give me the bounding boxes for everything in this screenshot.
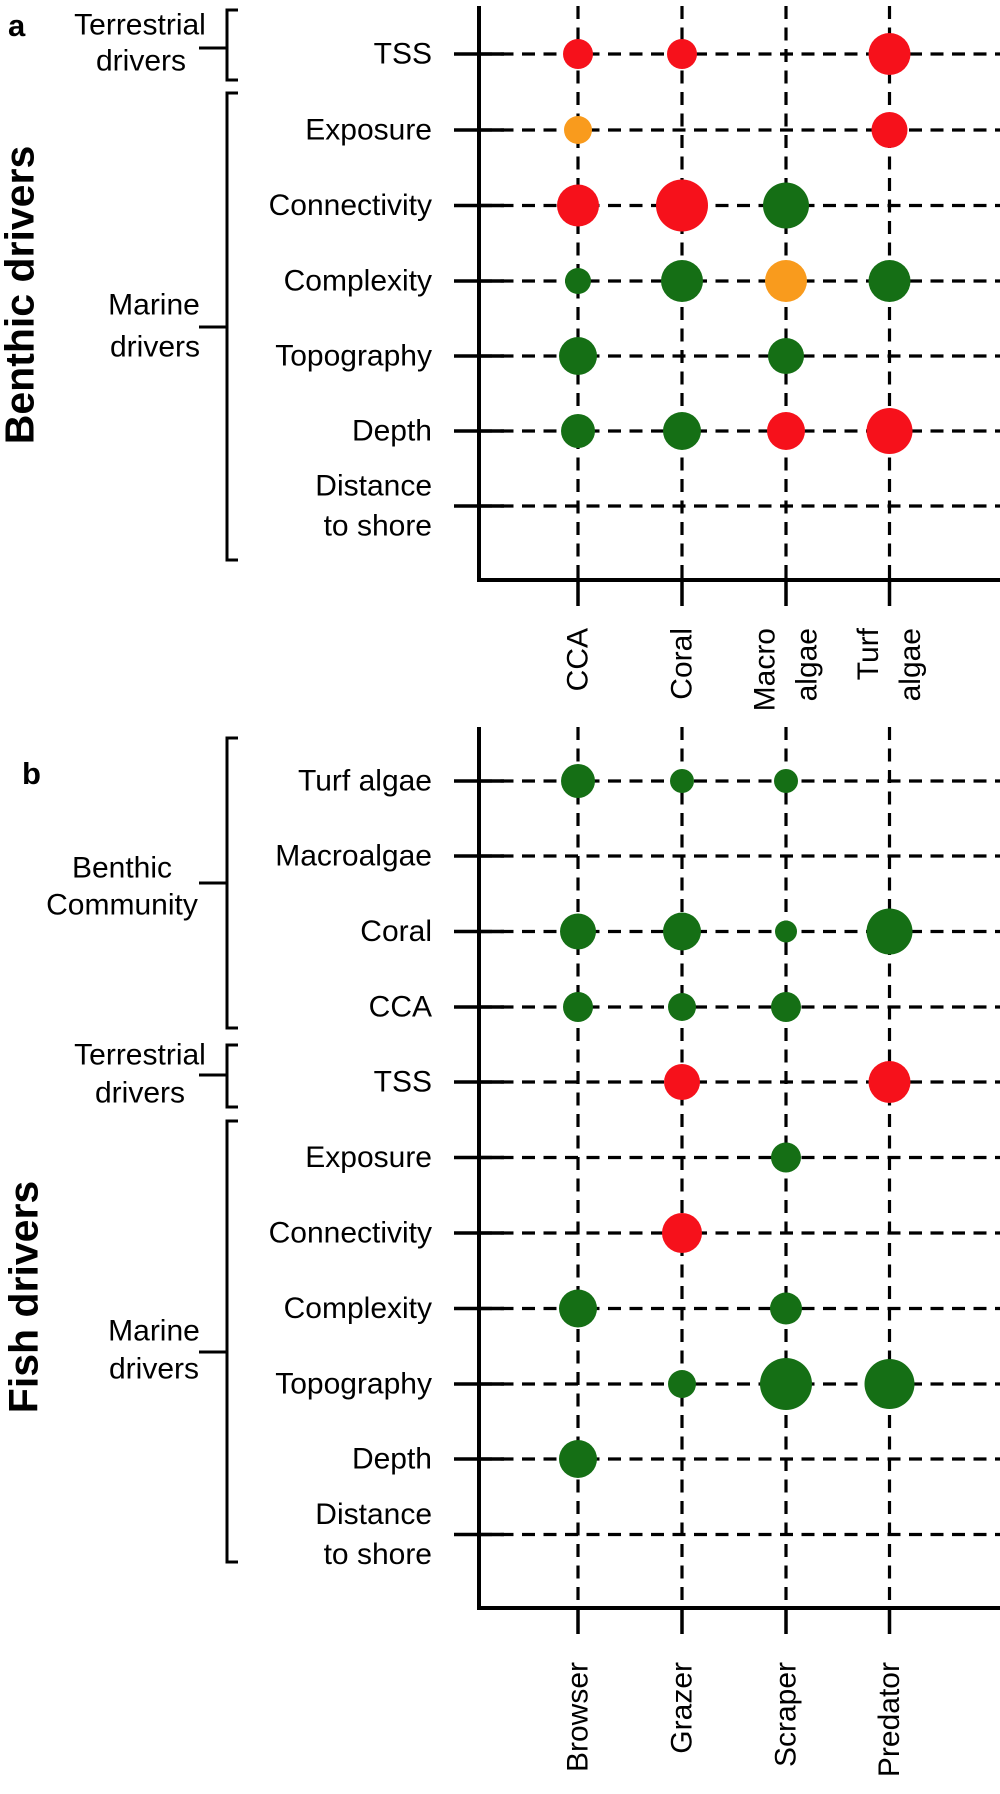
dot-CCA-Connectivity	[557, 184, 599, 227]
dot-Scraper-Turf-algae	[774, 769, 798, 793]
dot-Coral-TSS	[667, 39, 697, 69]
row-label-Topography: Topography	[275, 1368, 432, 1401]
dot-Macro-algae-Connectivity	[763, 182, 809, 229]
dot-Coral-Connectivity	[656, 179, 708, 232]
dot-Scraper-Coral	[775, 920, 797, 943]
group-label-Marine-drivers-line2: drivers	[109, 1353, 199, 1386]
dot-CCA-Complexity	[565, 268, 591, 294]
col-label-Macro-algae-line2: algae	[791, 628, 824, 701]
dot-Grazer-Turf-algae	[670, 769, 694, 793]
row-label-TSS: TSS	[374, 38, 432, 71]
col-label-Predator: Predator	[873, 1662, 906, 1777]
group-label-Terrestrial-drivers-line1: Terrestrial	[74, 1039, 206, 1072]
dot-CCA-TSS	[563, 39, 593, 69]
row-label-Topography: Topography	[275, 340, 432, 373]
bracket-Terrestrial-drivers	[199, 8, 238, 82]
col-label-Macro-algae-line1: Macro	[749, 628, 782, 711]
dot-Turf-algae-TSS	[868, 33, 911, 75]
row-label-Exposure: Exposure	[305, 114, 432, 147]
dot-Browser-Complexity	[559, 1289, 597, 1328]
dot-Turf-algae-Depth	[866, 408, 913, 454]
bracket-Marine-drivers	[199, 91, 238, 562]
dot-CCA-Topography	[559, 337, 597, 375]
row-label-Exposure: Exposure	[305, 1141, 432, 1174]
col-label-Coral: Coral	[666, 628, 699, 700]
dot-Predator-Coral	[866, 908, 913, 955]
row-label-Depth: Depth	[352, 1443, 432, 1476]
row-label-Connectivity: Connectivity	[269, 189, 432, 222]
dot-Grazer-Coral	[663, 912, 701, 951]
dot-Scraper-Exposure	[771, 1142, 801, 1173]
col-label-Browser: Browser	[562, 1662, 595, 1772]
col-label-Grazer: Grazer	[666, 1662, 699, 1754]
dot-Browser-Turf-algae	[561, 764, 595, 798]
row-label-Connectivity: Connectivity	[269, 1217, 432, 1250]
dot-Browser-Coral	[560, 913, 596, 950]
dot-Scraper-Complexity	[770, 1292, 802, 1325]
dot-Browser-Depth	[559, 1440, 597, 1478]
dot-Turf-algae-Complexity	[868, 260, 911, 302]
col-label-Scraper: Scraper	[770, 1662, 803, 1767]
group-label-Terrestrial-drivers-line2: drivers	[96, 45, 186, 78]
dot-Coral-Depth	[663, 412, 701, 450]
dot-CCA-Exposure	[564, 116, 592, 144]
dot-CCA-Depth	[561, 414, 595, 448]
dot-Browser-CCA	[563, 992, 593, 1022]
panel-a-letter: a	[8, 8, 26, 43]
group-label-Terrestrial-drivers-line2: drivers	[95, 1077, 185, 1110]
bracket-Terrestrial-drivers	[199, 1043, 238, 1109]
col-label-Turf-algae-line1: Turf	[852, 627, 885, 680]
row-label-Distance-to-shore-line1: Distance	[315, 470, 432, 503]
dot-Coral-Complexity	[661, 260, 703, 302]
group-label-Marine-drivers-line1: Marine	[108, 289, 200, 322]
group-label-Benthic-Community-line1: Benthic	[72, 852, 172, 885]
panel-a-axis-title: Benthic drivers	[0, 145, 43, 445]
panel-b-letter: b	[22, 756, 41, 791]
dot-Macro-algae-Depth	[767, 412, 805, 450]
dot-Turf-algae-Exposure	[871, 112, 908, 148]
dot-Grazer-Connectivity	[662, 1213, 702, 1253]
panel-b-axis-title: Fish drivers	[0, 1180, 47, 1414]
row-label-Coral: Coral	[360, 915, 432, 948]
dot-Predator-Topography	[864, 1359, 915, 1409]
group-label-Marine-drivers-line1: Marine	[108, 1315, 200, 1348]
row-label-Distance-to-shore-line1: Distance	[315, 1498, 432, 1531]
dot-Grazer-CCA	[668, 993, 696, 1021]
col-label-Turf-algae-line2: algae	[894, 628, 927, 701]
row-label-Depth: Depth	[352, 415, 432, 448]
row-label-Distance-to-shore-line2: to shore	[324, 510, 432, 543]
panel-a: TSS ExposureConnectivityComplexityTopogra…	[74, 6, 1000, 711]
dot-Macro-algae-Topography	[768, 338, 804, 374]
panel-b: Turf algaeMacroalgaeCoralCCATSSExposureC…	[46, 727, 1000, 1777]
row-label-Complexity: Complexity	[284, 1292, 432, 1325]
row-label-CCA: CCA	[369, 991, 432, 1024]
dot-Grazer-TSS	[664, 1064, 700, 1100]
row-label-Distance-to-shore-line2: to shore	[324, 1538, 432, 1571]
group-label-Terrestrial-drivers-line1: Terrestrial	[74, 9, 206, 42]
group-label-Marine-drivers-line2: drivers	[110, 331, 200, 364]
row-label-Macroalgae: Macroalgae	[275, 840, 432, 873]
dot-Grazer-Topography	[668, 1370, 696, 1398]
dot-Macro-algae-Complexity	[765, 260, 807, 302]
bracket-Benthic-Community	[199, 736, 238, 1030]
col-label-CCA: CCA	[562, 628, 595, 691]
row-label-TSS: TSS	[374, 1066, 432, 1099]
group-label-Benthic-Community-line2: Community	[46, 889, 198, 922]
dot-Scraper-CCA	[771, 992, 801, 1022]
dot-Predator-TSS	[868, 1061, 911, 1103]
row-label-Complexity: Complexity	[284, 265, 432, 298]
row-label-Turf-algae: Turf algae	[298, 765, 432, 798]
dot-Scraper-Topography	[760, 1358, 812, 1410]
bracket-Marine-drivers	[199, 1119, 238, 1564]
